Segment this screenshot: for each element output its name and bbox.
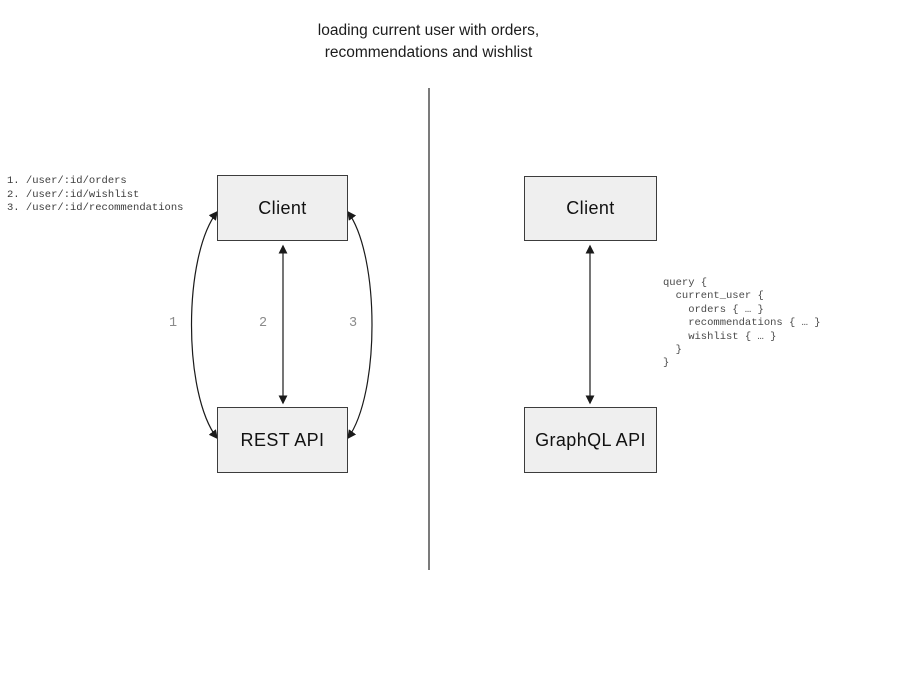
title-line-1: loading current user with orders, [317,22,540,39]
arrow-label-3: 3 [348,316,358,331]
query-line: } [663,357,670,370]
rest-api-node: REST API [217,407,348,473]
diagram-title: loading current user with orders, recomm… [0,20,857,64]
rest-api-label: REST API [240,429,325,450]
query-line: current_user { [663,290,764,303]
rest-endpoint-item: 2. /user/:id/wishlist [7,188,140,201]
rest-endpoint-item: 3. /user/:id/recommendations [7,202,184,214]
graphql-client-label: Client [566,198,615,218]
query-line: } [663,344,682,357]
graphql-client-node: Client [524,176,657,241]
title-line-2: recommendations and wishlist [324,44,533,61]
rest-endpoint-item: 1. /user/:id/orders [7,175,127,187]
rest-endpoints-list: 1. /user/:id/orders 2. /user/:id/wishlis… [7,175,183,216]
arrow-label-1: 1 [168,316,178,331]
query-line: orders { … } [663,303,764,316]
graphql-query-block: query { current_user { orders { … } reco… [663,277,821,371]
rest-client-label: Client [258,197,307,218]
graphql-api-label: GraphQL API [535,429,646,450]
query-line: query { [663,277,708,289]
graphql-api-node: GraphQL API [524,407,657,473]
query-line: wishlist { … } [663,330,777,343]
rest-arrow-1-arc [190,210,218,440]
arrow-label-2: 2 [258,316,268,331]
rest-client-node: Client [217,175,348,241]
query-line: recommendations { … } [663,317,821,330]
